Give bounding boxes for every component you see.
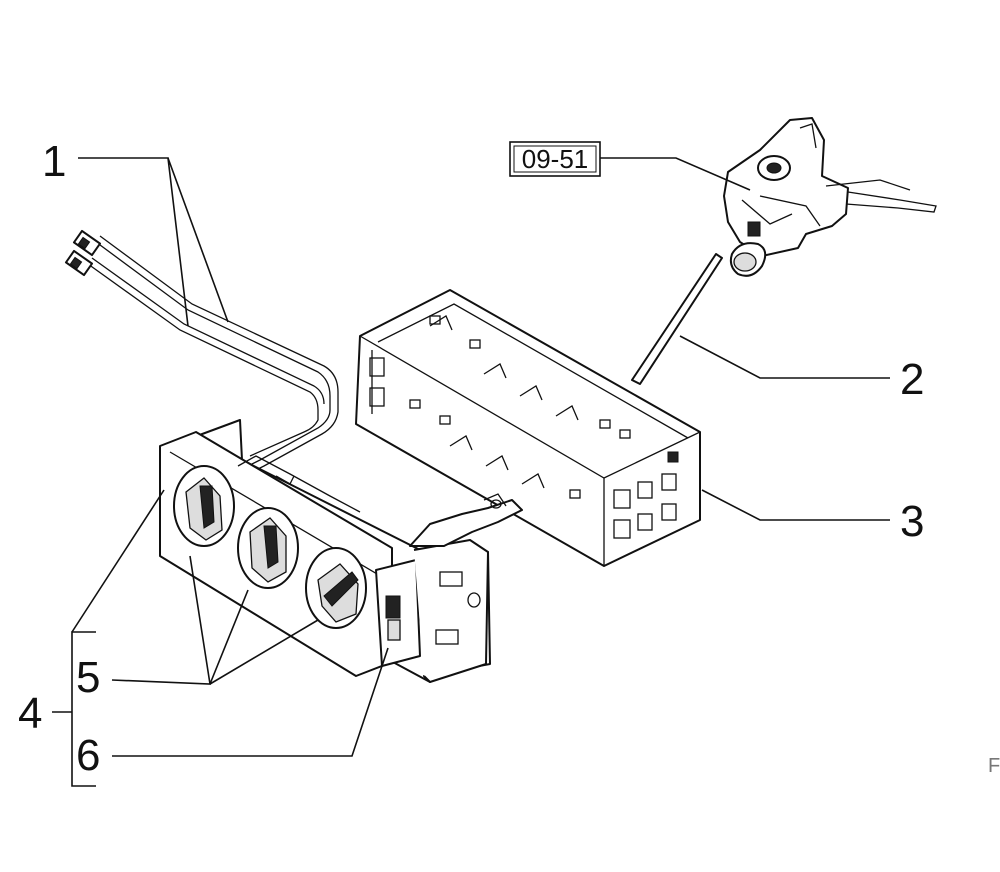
callout-5: 5 <box>76 653 100 702</box>
lock-actuator-assembly <box>631 117 937 385</box>
mounting-sleeve-part-3 <box>355 289 701 567</box>
callout-6: 6 <box>76 731 100 780</box>
callout-2: 2 <box>900 355 924 404</box>
corner-mark: F <box>988 755 1000 777</box>
callout-1: 1 <box>42 137 66 186</box>
callout-3: 3 <box>900 497 924 546</box>
cable-harness-part-1 <box>64 229 339 477</box>
leader-lines <box>52 157 890 787</box>
control-panel-part-4 <box>159 419 523 683</box>
callout-4: 4 <box>18 689 42 738</box>
reference-box[interactable]: 09-51 <box>509 141 601 177</box>
reference-box-label: 09-51 <box>522 144 589 174</box>
